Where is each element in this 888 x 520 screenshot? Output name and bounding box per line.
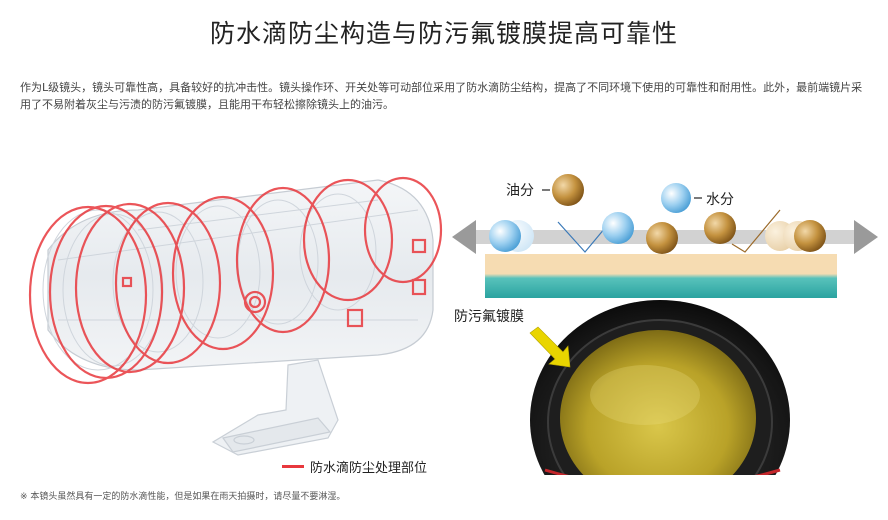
legend-label: 防水滴防尘处理部位 (310, 461, 428, 476)
water-droplet (489, 220, 521, 252)
oil-droplet (794, 220, 826, 252)
intro-paragraph: 作为L级镜头，镜头可靠性高，具备较好的抗冲击性。镜头操作环、开关处等可动部位采用… (20, 81, 863, 111)
seal-rings (28, 176, 443, 385)
water-droplet (602, 212, 634, 244)
lens-xray-illustration (28, 176, 443, 456)
coating-pointer-arrow (529, 326, 571, 368)
oil-droplet (646, 222, 678, 254)
coated-front-element-photo (450, 300, 880, 480)
oil-droplet (704, 212, 736, 244)
coating-diagram (452, 174, 878, 298)
oil-droplet (552, 174, 584, 206)
tripod-foot (211, 359, 339, 456)
oil-label: 油分 (506, 183, 534, 199)
coated-surface (485, 254, 837, 298)
seal-legend: 防水滴防尘处理部位 (282, 457, 427, 476)
water-droplet (661, 183, 691, 213)
legend-swatch (282, 465, 304, 468)
water-contact-angle (731, 209, 781, 253)
water-label: 水分 (706, 192, 734, 208)
page-title: 防水滴防尘构造与防污氟镀膜提高可靠性 (209, 19, 678, 48)
footnote: ※ 本镜头虽然具有一定的防水滴性能，但是如果在雨天拍摄时，请尽量不要淋湿。 (20, 492, 346, 502)
coating-label: 防污氟镀膜 (454, 309, 524, 325)
oil-contact-angle (557, 221, 611, 253)
